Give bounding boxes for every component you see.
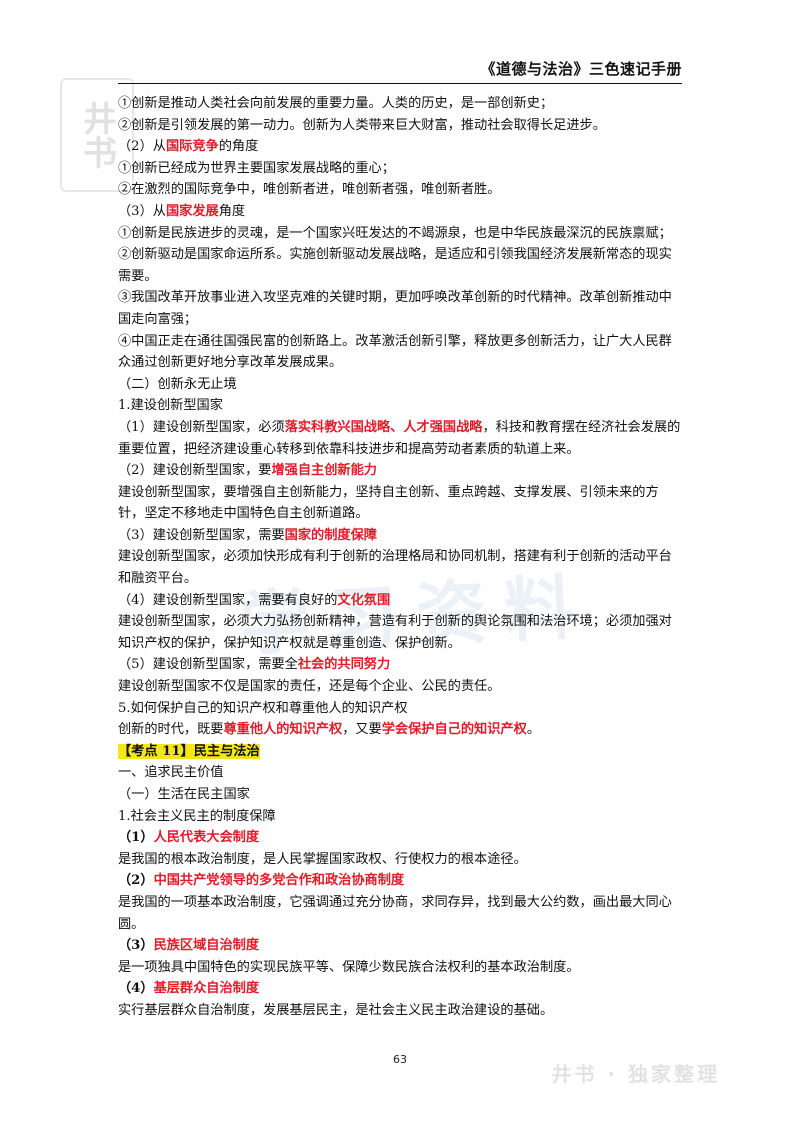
text-line: 1.建设创新型国家 [118, 395, 683, 417]
key-term: 人民代表大会制度 [153, 830, 260, 846]
text-segment: ③我国改革开放事业进入攻坚克难的关键时期，更加呼唤改革创新的时代精神。改革创新推… [118, 290, 672, 327]
page-header-title: 《道德与法治》三色速记手册 [480, 60, 682, 78]
text-line: 建设创新型国家，要增强自主创新能力，坚持自主创新、重点跨越、支撑发展、引领未来的… [118, 482, 683, 525]
text-line: 是一项独具中国特色的实现民族平等、保障少数民族合法权利的基本政治制度。 [118, 957, 683, 979]
text-segment: 是我国的根本政治制度，是人民掌握国家政权、行使权力的根本途径。 [118, 851, 527, 867]
key-term: 尊重他人的知识产权 [223, 722, 343, 738]
header-divider [118, 83, 682, 84]
corner-logo-watermark: 井书 [60, 78, 134, 192]
text-line: 5.如何保护自己的知识产权和尊重他人的知识产权 [118, 698, 683, 720]
text-line: 建设创新型国家，必须加快形成有利于创新的治理格局和协同机制，搭建有利于创新的活动… [118, 546, 683, 589]
text-line: （3）建设创新型国家，需要国家的制度保障 [118, 525, 683, 547]
text-line: （4）基层群众自治制度 [118, 978, 683, 1000]
text-line: ①创新是推动人类社会向前发展的重要力量。人类的历史，是一部创新史； [118, 93, 683, 115]
key-term: 国家的制度保障 [284, 527, 377, 543]
text-segment: ②在激烈的国际竞争中，唯创新者进，唯创新者强，唯创新者胜。 [118, 182, 501, 198]
text-segment: （4） [118, 981, 154, 997]
text-line: （2）建设创新型国家，要增强自主创新能力 [118, 460, 683, 482]
text-line: 1.社会主义民主的制度保障 [118, 806, 683, 828]
text-line: （2）中国共产党领导的多党合作和政治协商制度 [118, 870, 683, 892]
text-segment: 的角度 [218, 139, 259, 155]
text-segment: 角度 [218, 203, 246, 219]
text-line: （5）建设创新型国家，需要全社会的共同努力 [118, 654, 683, 676]
key-term: 文化氛围 [337, 592, 391, 608]
text-segment: ①创新已经成为世界主要国家发展战略的重心； [118, 160, 395, 176]
text-segment: （3）建设创新型国家，需要 [118, 527, 285, 543]
key-term: 中国共产党领导的多党合作和政治协商制度 [153, 873, 405, 889]
text-line: ③我国改革开放事业进入攻坚克难的关键时期，更加呼唤改革创新的时代精神。改革创新推… [118, 287, 683, 330]
text-segment: （3）从 [118, 203, 166, 219]
text-segment: （5）建设创新型国家，需要全 [118, 657, 298, 673]
text-segment: 建设创新型国家不仅是国家的责任，还是每个企业、公民的责任。 [118, 679, 501, 695]
text-segment: （2）从 [118, 139, 166, 155]
text-segment: ②创新驱动是国家命运所系。实施创新驱动发展战略，是适应和引领我国经济发展新常态的… [118, 247, 672, 284]
text-line: 【考点 11】民主与法治 [118, 741, 683, 763]
text-segment: ，科技和教育摆在经济社会发展的重要位置，把经济建设重心转移到依靠科技进步和提高劳… [118, 419, 681, 457]
text-line: 一、追求民主价值 [118, 762, 683, 784]
text-segment: （1）建设创新型国家，必须 [118, 419, 285, 435]
text-line: ④中国正走在通往国强民富的创新路上。改革激活创新引擎，释放更多创新活力，让广大人… [118, 331, 683, 374]
text-segment: （二）创新永无止境 [118, 376, 237, 392]
key-term: 增强自主创新能力 [271, 463, 377, 479]
text-line: ②在激烈的国际竞争中，唯创新者进，唯创新者强，唯创新者胜。 [118, 179, 683, 201]
text-line: 是我国的根本政治制度，是人民掌握国家政权、行使权力的根本途径。 [118, 849, 683, 871]
text-segment: 是一项独具中国特色的实现民族平等、保障少数民族合法权利的基本政治制度。 [118, 959, 580, 975]
text-line: （1）建设创新型国家，必须落实科教兴国战略、人才强国战略，科技和教育摆在经济社会… [118, 417, 683, 460]
text-line: 是我国的一项基本政治制度，它强调通过充分协商，求同存异，找到最大公约数，画出最大… [118, 892, 683, 935]
text-line: （4）建设创新型国家，需要有良好的文化氛围 [118, 590, 683, 612]
text-segment: 1.社会主义民主的制度保障 [118, 808, 276, 824]
text-segment: ①创新是民族进步的灵魂，是一个国家兴旺发达的不竭源泉，也是中华民族最深沉的民族禀… [118, 225, 672, 241]
text-line: （二）创新永无止境 [118, 374, 683, 396]
text-segment: 建设创新型国家，要增强自主创新能力，坚持自主创新、重点跨越、支撑发展、引领未来的… [118, 484, 659, 522]
text-line: （1）人民代表大会制度 [118, 827, 683, 849]
text-segment: 。 [526, 722, 540, 738]
text-line: 建设创新型国家不仅是国家的责任，还是每个企业、公民的责任。 [118, 676, 683, 698]
text-segment: 创新的时代，既要 [118, 722, 224, 738]
text-line: （3）民族区域自治制度 [118, 935, 683, 957]
key-term: 民族区域自治制度 [153, 938, 260, 954]
text-segment: 是我国的一项基本政治制度，它强调通过充分协商，求同存异，找到最大公约数，画出最大… [118, 894, 672, 932]
text-segment: ④中国正走在通往国强民富的创新路上。改革激活创新引擎，释放更多创新活力，让广大人… [118, 333, 672, 371]
text-segment: （2）建设创新型国家，要 [118, 463, 272, 479]
text-segment: （1） [118, 830, 154, 846]
text-segment: 建设创新型国家，必须加快形成有利于创新的治理格局和协同机制，搭建有利于创新的活动… [118, 549, 672, 587]
key-term: 社会的共同努力 [297, 657, 391, 673]
text-segment: 1.建设创新型国家 [118, 398, 223, 414]
text-line: （2）从国际竞争的角度 [118, 136, 683, 158]
text-segment: （3） [118, 938, 154, 954]
key-term: 学会保护自己的知识产权 [381, 722, 527, 738]
text-segment: （4）建设创新型国家，需要有良好的 [118, 592, 338, 608]
text-segment: ②创新是引领发展的第一动力。创新为人类带来巨大财富，推动社会取得长足进步。 [118, 117, 606, 133]
text-line: 建设创新型国家，必须大力弘扬创新精神，营造有利于创新的舆论氛围和法治环境；必须加… [118, 611, 683, 654]
document-body: ①创新是推动人类社会向前发展的重要力量。人类的历史，是一部创新史； ②创新是引领发… [118, 93, 683, 1022]
bottom-watermark: 井书 · 独家整理 [551, 1062, 720, 1086]
text-segment: 建设创新型国家，必须大力弘扬创新精神，营造有利于创新的舆论氛围和法治环境；必须加… [118, 614, 672, 651]
key-term: 国际竞争 [165, 139, 219, 155]
text-segment: ，又要 [342, 722, 382, 738]
text-line: 实行基层群众自治制度，发展基层民主，是社会主义民主政治建设的基础。 [118, 1000, 683, 1022]
text-segment: 实行基层群众自治制度，发展基层民主，是社会主义民主政治建设的基础。 [118, 1002, 554, 1018]
text-line: ①创新已经成为世界主要国家发展战略的重心； [118, 158, 683, 180]
key-term: 落实科教兴国战略、人才强国战略 [284, 419, 483, 435]
text-segment: 5.如何保护自己的知识产权和尊重他人的知识产权 [118, 700, 408, 716]
text-segment: （2） [118, 873, 154, 889]
text-line: 创新的时代，既要尊重他人的知识产权，又要学会保护自己的知识产权。 [118, 719, 683, 741]
key-term: 国家发展 [165, 203, 219, 219]
text-line: ②创新是引领发展的第一动力。创新为人类带来巨大财富，推动社会取得长足进步。 [118, 115, 683, 137]
text-line: ①创新是民族进步的灵魂，是一个国家兴旺发达的不竭源泉，也是中华民族最深沉的民族禀… [118, 223, 683, 245]
text-segment: ①创新是推动人类社会向前发展的重要力量。人类的历史，是一部创新史； [118, 96, 554, 111]
text-segment: 一、追求民主价值 [118, 765, 224, 781]
page-number: 63 [393, 1053, 407, 1066]
text-line: ②创新驱动是国家命运所系。实施创新驱动发展战略，是适应和引领我国经济发展新常态的… [118, 244, 683, 287]
text-segment: （一）生活在民主国家 [118, 787, 250, 802]
text-line: （3）从国家发展角度 [118, 201, 683, 223]
key-term: 基层群众自治制度 [153, 981, 260, 997]
text-line: （一）生活在民主国家 [118, 784, 683, 806]
section-heading: 【考点 11】民主与法治 [118, 743, 260, 759]
